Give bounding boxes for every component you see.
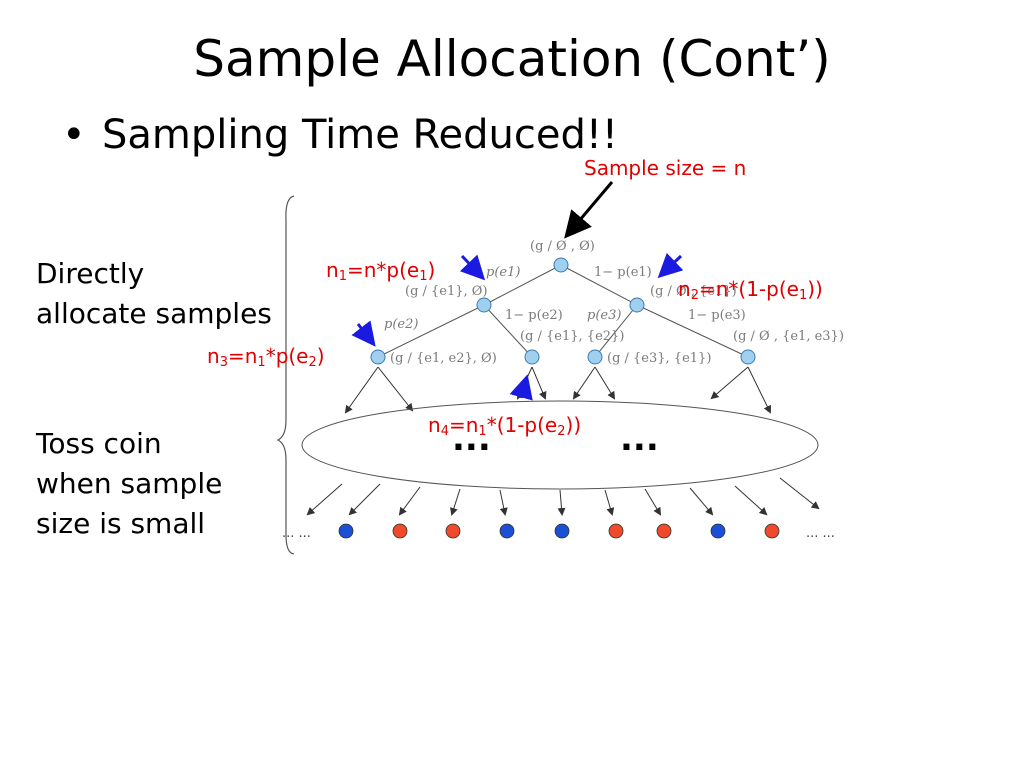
slide-title: Sample Allocation (Cont’) — [193, 30, 831, 88]
n3-sub2: 1 — [257, 355, 266, 370]
n1-mid: =n*p(e — [346, 258, 420, 282]
n3-base: n — [207, 344, 220, 368]
ll-label: (g / {e1, e2}, Ø) — [390, 351, 497, 366]
leaf-node-blue — [554, 523, 570, 539]
n2-end: )) — [807, 277, 823, 301]
root-node — [553, 257, 569, 273]
side-label-line: when sample — [36, 467, 223, 500]
side-label-line: allocate samples — [36, 297, 272, 330]
edge-label-p-e3: p(e3) — [587, 308, 621, 323]
n2-sub2: 1 — [798, 288, 808, 303]
n1-sub2: 1 — [419, 269, 428, 284]
bullet-symbol: • — [62, 112, 86, 158]
node-rl — [587, 349, 603, 365]
n2-mid: =n*(1-p(e — [698, 277, 799, 301]
edge-label-p-e1: p(e1) — [486, 265, 520, 280]
n4-mid1: =n — [448, 413, 479, 437]
n4-sub3: 2 — [557, 424, 566, 439]
node-left — [476, 297, 492, 313]
n2-base: n — [678, 277, 691, 301]
leaf-node-red — [764, 523, 780, 539]
node-ll — [370, 349, 386, 365]
leaf-node-blue — [338, 523, 354, 539]
n1-sub1: 1 — [338, 269, 347, 284]
leaf-node-red — [445, 523, 461, 539]
n2-sub1: 2 — [690, 288, 699, 303]
n3-sub3: 2 — [308, 355, 317, 370]
n1-base: n — [326, 258, 339, 282]
node-lr — [524, 349, 540, 365]
leaf-dots-left: ... ... — [282, 526, 311, 541]
leaf-arrows — [306, 477, 820, 516]
rl-label: (g / {e3}, {e1}) — [607, 351, 711, 366]
leaf-node-blue — [499, 523, 515, 539]
rr-label: (g / Ø , {e1, e3}) — [733, 329, 844, 344]
n1-end: ) — [427, 258, 436, 282]
leaf-node-red — [392, 523, 408, 539]
n3-sub1: 3 — [219, 355, 228, 370]
blue-arrows — [351, 252, 684, 401]
sample-size-annotation: Sample size = n — [584, 156, 747, 180]
n4-sub2: 1 — [478, 424, 487, 439]
lr-label: (g / {e1}, {e2}) — [520, 329, 624, 344]
edge-label-1mp-e2: 1− p(e2) — [505, 308, 563, 323]
ellipse-arrows — [344, 366, 771, 414]
tree-nodes — [370, 257, 756, 365]
bullet-item: • Sampling Time Reduced!! — [62, 112, 618, 158]
n4-sub1: 4 — [440, 424, 449, 439]
n4-end: )) — [565, 413, 582, 437]
ellipse-dots-right: ... — [620, 419, 659, 459]
leaf-node-red — [608, 523, 624, 539]
edge-label-1mp-e3: 1− p(e3) — [688, 308, 746, 323]
side-label-direct: Directly allocate samples — [36, 254, 272, 334]
left-child-label: (g / {e1}, Ø) — [405, 284, 488, 299]
brace — [276, 195, 295, 555]
n4-mid2: *(1-p(e — [486, 413, 558, 437]
leaf-node-blue — [710, 523, 726, 539]
side-label-line: Toss coin — [36, 427, 162, 460]
sample-size-arrow — [564, 181, 614, 239]
n4-annotation: n4=n1*(1-p(e2)) — [428, 413, 581, 439]
edge-label-1mp-e1: 1− p(e1) — [594, 265, 652, 280]
n3-end: ) — [316, 344, 325, 368]
root-label: (g / Ø , Ø) — [530, 239, 595, 254]
leaf-nodes — [338, 523, 780, 539]
leaf-dots-right: ... ... — [806, 526, 835, 541]
leaf-node-red — [656, 523, 672, 539]
ellipse-dots-left: ... — [452, 419, 491, 459]
side-label-toss: Toss coin when sample size is small — [36, 424, 222, 544]
side-label-line: Directly — [36, 257, 145, 290]
edge-label-p-e2: p(e2) — [384, 317, 418, 332]
node-right — [629, 297, 645, 313]
tree-edges — [377, 264, 749, 358]
bullet-text: Sampling Time Reduced!! — [102, 112, 618, 158]
side-label-line: size is small — [36, 507, 206, 540]
n2-annotation: n2=n*(1-p(e1)) — [678, 277, 823, 303]
n3-mid2: *p(e — [265, 344, 309, 368]
node-rr — [740, 349, 756, 365]
small-sample-ellipse — [301, 400, 819, 490]
n1-annotation: n1=n*p(e1) — [326, 258, 435, 284]
n4-base: n — [428, 413, 441, 437]
n3-annotation: n3=n1*p(e2) — [207, 344, 325, 370]
right-child-label: (g / Ø , {e1}) — [650, 284, 737, 299]
n3-mid1: =n — [227, 344, 258, 368]
